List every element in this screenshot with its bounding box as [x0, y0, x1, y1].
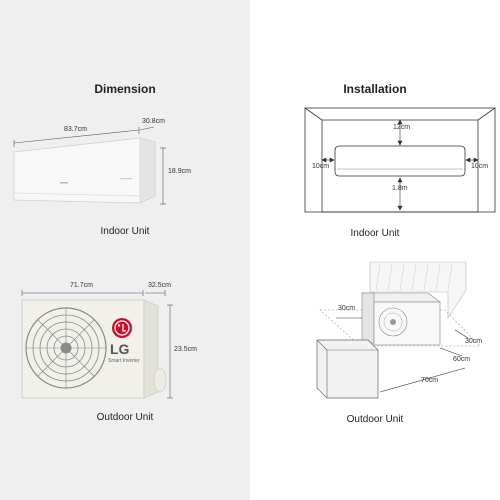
outdoor-top-clearance-label: 30cm [338, 305, 356, 312]
indoor-height-line [160, 147, 166, 205]
indoor-height-label: 18.9cm [168, 168, 191, 175]
outdoor-clearance-arrows [336, 317, 469, 393]
install-top-label: 12cm [393, 124, 411, 131]
installation-indoor-caption: Indoor Unit [350, 228, 400, 239]
install-left-label: 10cm [312, 163, 330, 170]
dimension-title: Dimension [94, 82, 156, 96]
install-right-label: 10cm [471, 163, 489, 170]
indoor-unit-illustration [13, 137, 156, 204]
dimension-indoor-caption: Indoor Unit [100, 226, 150, 237]
install-clearance-arrows [321, 119, 479, 211]
outdoor-install-illustration [316, 261, 481, 399]
outdoor-depth-line [145, 290, 166, 296]
install-bottom-label: 1.8m [392, 185, 408, 192]
installation-drawing [304, 107, 496, 399]
room-indoor-unit [334, 145, 466, 177]
fan-grille [25, 307, 107, 389]
outdoor-width-label: 71.7cm [70, 282, 93, 289]
outdoor-model-text: Smart Inverter [108, 358, 140, 364]
indoor-width-line [13, 127, 140, 147]
installation-outdoor-caption: Outdoor Unit [346, 414, 404, 425]
lg-logo [112, 318, 132, 338]
outdoor-height-label: 23.5cm [174, 346, 197, 353]
outdoor-brand-text: LG [110, 341, 130, 357]
outdoor-height-line [167, 304, 173, 399]
dimension-drawing [13, 126, 173, 399]
dimension-outdoor-caption: Outdoor Unit [96, 412, 154, 423]
outdoor-side-clearance-label: 60cm [453, 356, 471, 363]
indoor-width-label: 83.7cm [64, 126, 87, 133]
indoor-depth-label: 30.8cm [142, 118, 165, 125]
indoor-depth-line [139, 126, 155, 131]
installation-title: Installation [343, 82, 407, 96]
outdoor-depth-label: 32.5cm [148, 282, 171, 289]
outdoor-width-line [21, 290, 144, 296]
outdoor-back-clearance-label: 30cm [465, 338, 483, 345]
outdoor-front-clearance-label: 70cm [421, 377, 439, 384]
dimension-panel: Dimension [0, 0, 250, 500]
installation-panel: Installation [250, 0, 500, 500]
outdoor-unit-illustration [21, 299, 167, 399]
